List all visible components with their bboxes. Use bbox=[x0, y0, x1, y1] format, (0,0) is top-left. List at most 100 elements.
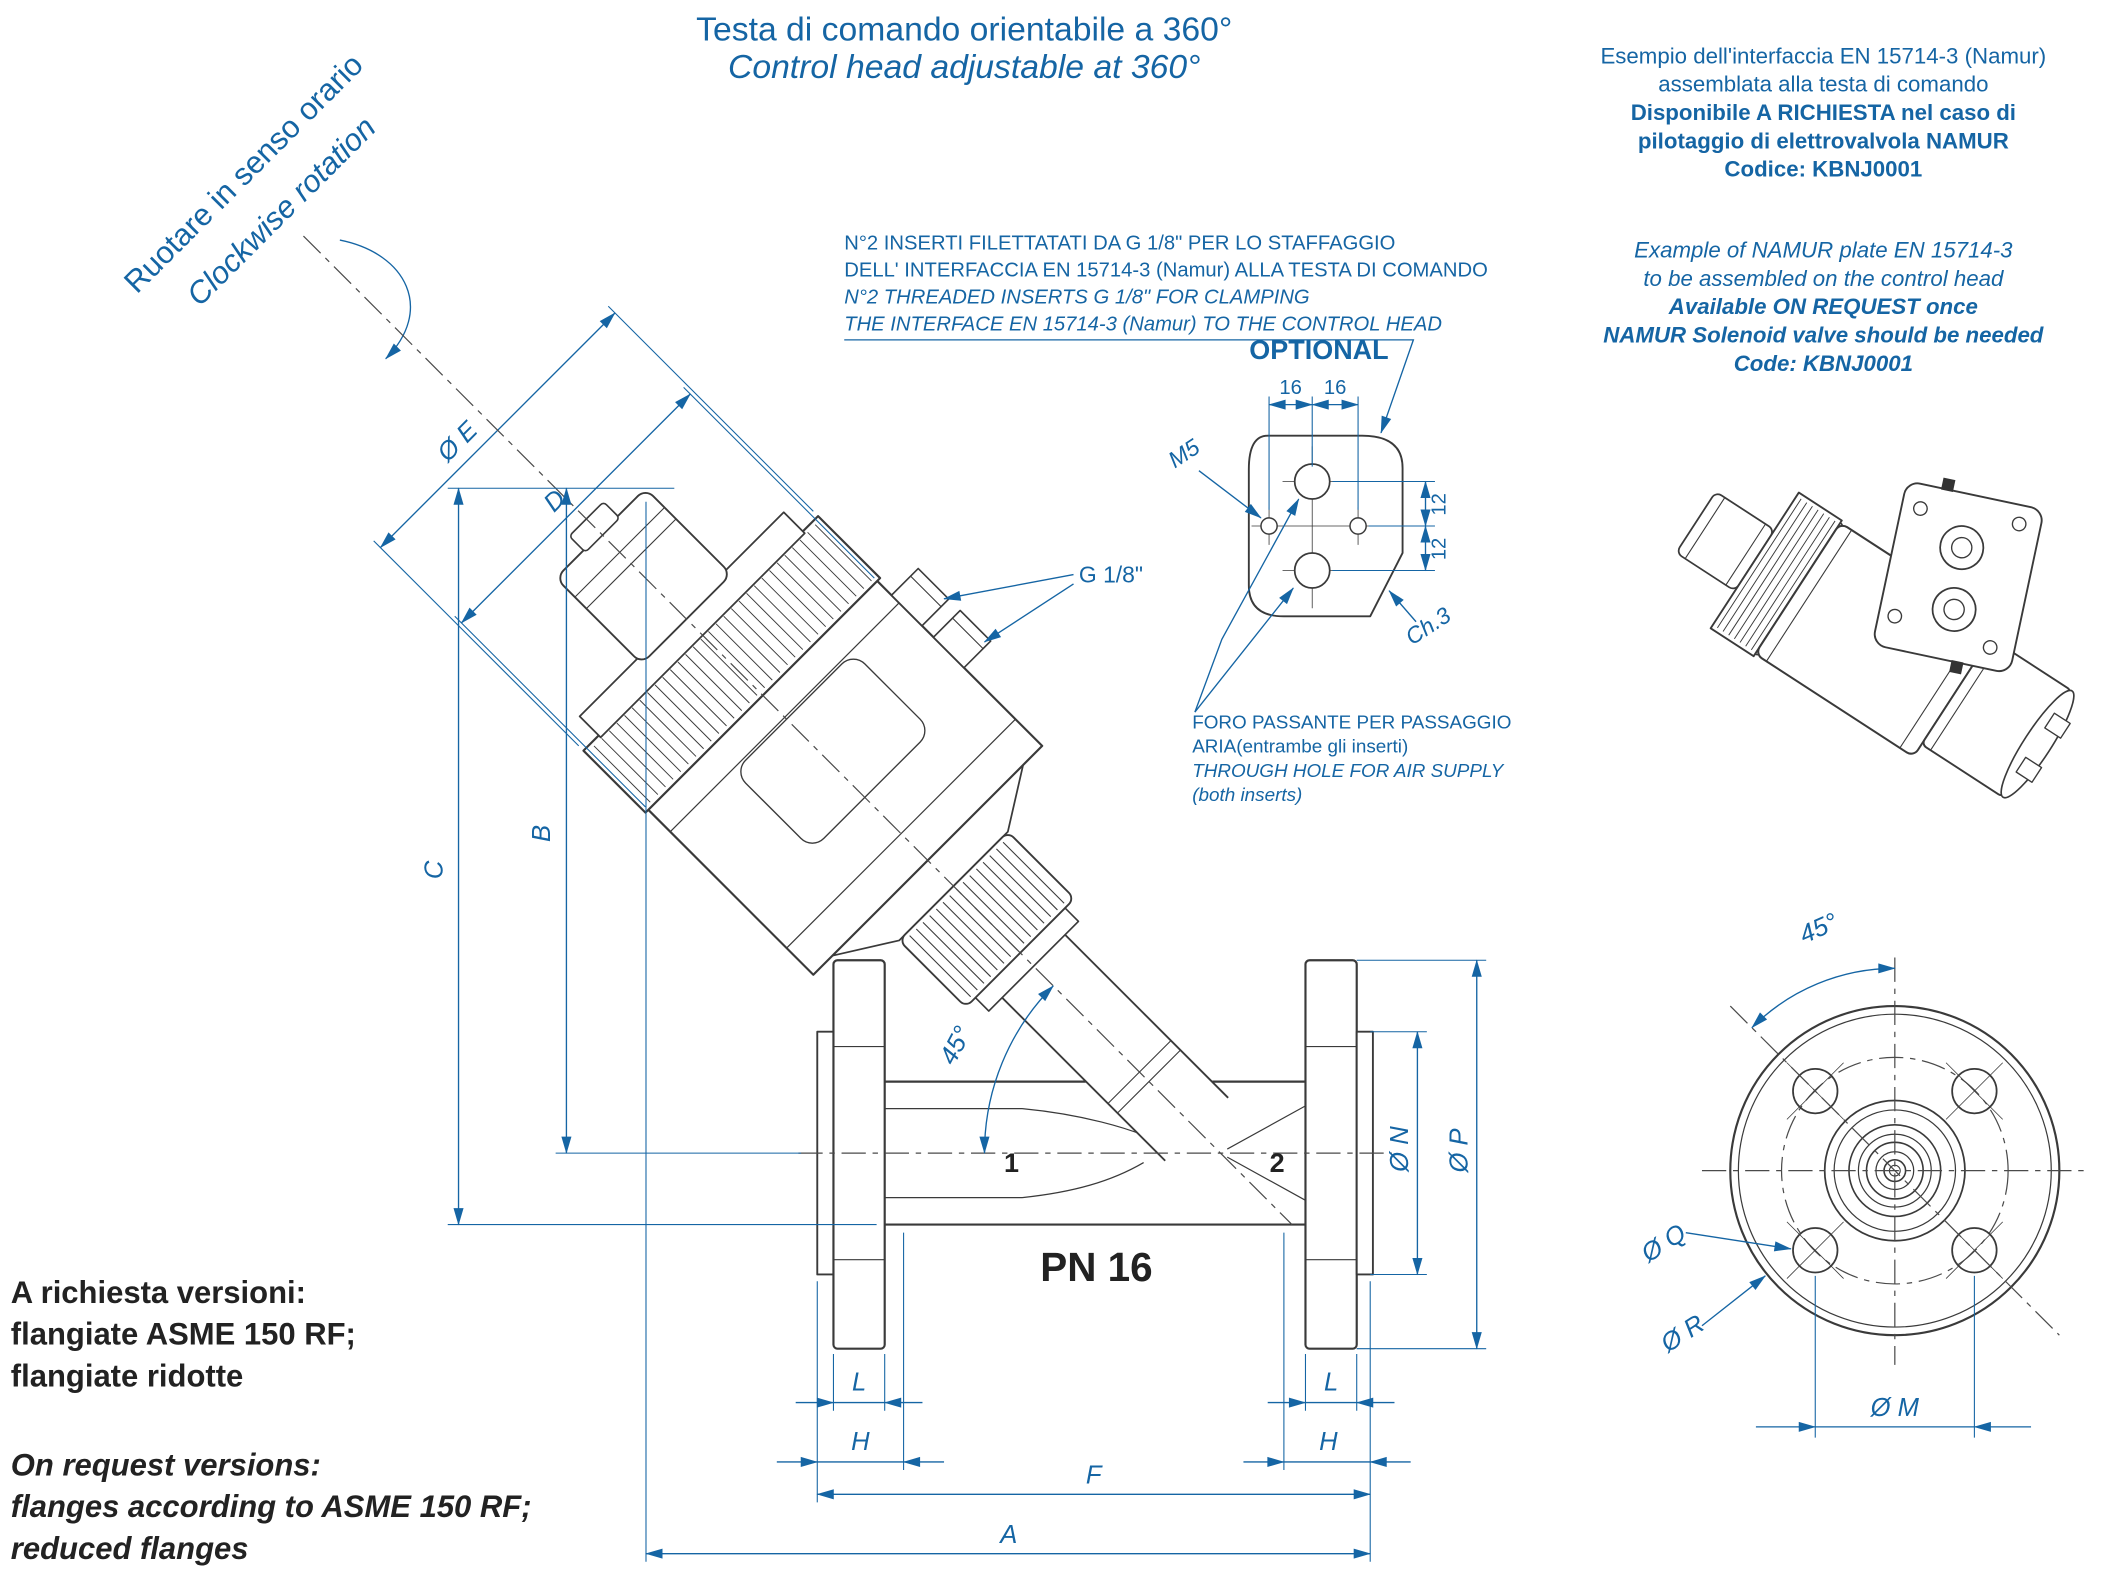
namur-note-it-line: Disponibile A RICHIESTA nel caso di bbox=[1631, 100, 2016, 125]
air-note-line: FORO PASSANTE PER PASSAGGIO bbox=[1192, 712, 1511, 733]
right-flange bbox=[1304, 959, 1374, 1350]
air-hole bbox=[1293, 463, 1331, 500]
dim-label-h-right: H bbox=[1319, 1428, 1338, 1456]
right-flange-plate bbox=[1304, 959, 1358, 1350]
optional-label: OPTIONAL bbox=[1249, 335, 1388, 365]
bore-lines bbox=[884, 1105, 1306, 1201]
right-bolt-lines bbox=[1305, 1046, 1357, 1261]
dim-d-line bbox=[460, 393, 691, 624]
ch3-label: Ch.3 bbox=[1401, 602, 1456, 650]
air-hole bbox=[1293, 552, 1331, 589]
namur-note-it-line: Esempio dell'interfaccia EN 15714-3 (Nam… bbox=[1600, 43, 2046, 68]
iso-namur-plate bbox=[1873, 477, 2043, 675]
dim-label-12: 12 bbox=[1429, 538, 1451, 561]
rotation-arrow-icon bbox=[339, 239, 412, 360]
rotation-note: Ruotare in senso orario Clockwise rotati… bbox=[117, 47, 412, 360]
air-port-boss bbox=[932, 609, 992, 669]
inserts-note-line: THE INTERFACE EN 15714-3 (Namur) TO THE … bbox=[844, 313, 1442, 335]
front-angle-arc bbox=[1751, 963, 1896, 1029]
namur-note-en-line: Example of NAMUR plate EN 15714-3 bbox=[1634, 238, 2013, 263]
footnote-it-line: A richiesta versioni: bbox=[11, 1275, 306, 1310]
port-1-label: 1 bbox=[1004, 1148, 1019, 1178]
dim-angle-arc bbox=[979, 985, 1054, 1154]
namur-note-it: Esempio dell'interfaccia EN 15714-3 (Nam… bbox=[1600, 43, 2046, 181]
dim-label-l-right: L bbox=[1324, 1368, 1338, 1396]
iso-screw bbox=[2011, 516, 2027, 532]
iso-screw bbox=[1913, 501, 1928, 516]
knurl-ribs bbox=[593, 524, 872, 803]
air-note-line: THROUGH HOLE FOR AIR SUPPLY bbox=[1192, 761, 1505, 782]
iso-screw bbox=[1887, 608, 1903, 624]
footnote-it-line: flangiate ASME 150 RF; bbox=[11, 1317, 356, 1352]
footnote-en-line: On request versions: bbox=[11, 1447, 321, 1482]
front-angle-label: 45° bbox=[1795, 908, 1842, 949]
air-note-leader bbox=[1194, 587, 1294, 713]
namur-note-it-line: assemblata alla testa di comando bbox=[1658, 72, 1988, 97]
union-nut-ribs bbox=[909, 841, 1065, 998]
m5-leader bbox=[1198, 470, 1262, 519]
np-extensions bbox=[1356, 959, 1487, 1350]
page-title-it: Testa di comando orientabile a 360° bbox=[696, 10, 1232, 48]
ed-extension-lines bbox=[373, 305, 875, 808]
bolt-hole bbox=[1792, 1227, 1839, 1274]
dim-label-r: Ø R bbox=[1655, 1310, 1709, 1359]
front-view: 45° Ø Q Ø R Ø M bbox=[1636, 908, 2091, 1438]
footnote-it: A richiesta versioni: flangiate ASME 150… bbox=[11, 1275, 356, 1394]
namur-note-en-line: Available ON REQUEST once bbox=[1668, 294, 1978, 319]
footnote-en-line: reduced flanges bbox=[11, 1531, 249, 1566]
page-title-en: Control head adjustable at 360° bbox=[728, 48, 1201, 86]
air-note-leader bbox=[1194, 498, 1300, 713]
m-extensions bbox=[1814, 1275, 1975, 1438]
main-dimensions: B C F A L H L H Ø N Ø P 45° bbox=[420, 487, 1487, 1562]
dim-label-angle: 45° bbox=[934, 1022, 977, 1069]
actuator-centerline bbox=[303, 235, 1293, 1226]
inserts-note-leader bbox=[844, 339, 1415, 434]
air-note-line: (both inserts) bbox=[1192, 785, 1302, 806]
left-bolt-lines bbox=[833, 1046, 885, 1261]
m5-label: M5 bbox=[1163, 433, 1204, 472]
iso-screw bbox=[1982, 640, 1998, 655]
m5-hole bbox=[1349, 517, 1367, 535]
extension-lines bbox=[447, 487, 1371, 1562]
footnote-it-line: flangiate ridotte bbox=[11, 1358, 244, 1393]
g18-leader bbox=[943, 573, 1074, 601]
q-leader bbox=[1685, 1232, 1792, 1252]
namur-note-it-line: pilotaggio di elettrovalvola NAMUR bbox=[1638, 128, 2009, 153]
dim-label-f: F bbox=[1086, 1462, 1103, 1490]
r-leader bbox=[1701, 1275, 1766, 1327]
g18-leader bbox=[983, 583, 1074, 643]
dim-label-l-left: L bbox=[852, 1368, 866, 1396]
namur-note-it-line: Codice: KBNJ0001 bbox=[1724, 157, 1922, 182]
iso-knurl-ribs bbox=[1717, 498, 1836, 651]
port-2-label: 2 bbox=[1270, 1148, 1285, 1178]
dim-label-h-left: H bbox=[851, 1428, 870, 1456]
front-diagonal-centerline bbox=[1729, 1005, 2060, 1336]
iso-plate bbox=[1873, 482, 2043, 673]
dim-label-16: 16 bbox=[1279, 377, 1302, 399]
iso-clamp bbox=[1949, 659, 1964, 675]
optional-detail: OPTIONAL 16 16 12 12 M5 Ch.3 FORO PASSAN… bbox=[1163, 335, 1511, 806]
namur-note-en-line: NAMUR Solenoid valve should be needed bbox=[1603, 323, 2044, 348]
iso-foot bbox=[2015, 756, 2043, 783]
m5-hole bbox=[1260, 517, 1278, 535]
iso-clamp bbox=[1941, 477, 1956, 493]
bolt-hole bbox=[1792, 1067, 1839, 1115]
iso-cap-rings bbox=[1684, 497, 1766, 586]
left-flange bbox=[816, 959, 886, 1350]
iso-air-hole-inner bbox=[1943, 598, 1965, 621]
namur-note-en-line: Code: KBNJ0001 bbox=[1734, 351, 1913, 376]
bolt-hole bbox=[1951, 1227, 1998, 1274]
dim-label-n: Ø N bbox=[1386, 1126, 1414, 1173]
ch3-leader bbox=[1388, 590, 1417, 623]
namur-note-en: Example of NAMUR plate EN 15714-3 to be … bbox=[1603, 238, 2044, 376]
bolt-hole bbox=[1951, 1067, 1998, 1115]
dim-label-p: Ø P bbox=[1445, 1128, 1473, 1173]
dim-label-q: Ø Q bbox=[1636, 1219, 1692, 1269]
dim-label-m: Ø M bbox=[1870, 1394, 1920, 1422]
air-port-boss bbox=[890, 567, 950, 627]
dim-label-12: 12 bbox=[1429, 493, 1451, 516]
label-blister bbox=[740, 658, 926, 844]
footnote-en-line: flanges according to ASME 150 RF; bbox=[11, 1489, 532, 1524]
